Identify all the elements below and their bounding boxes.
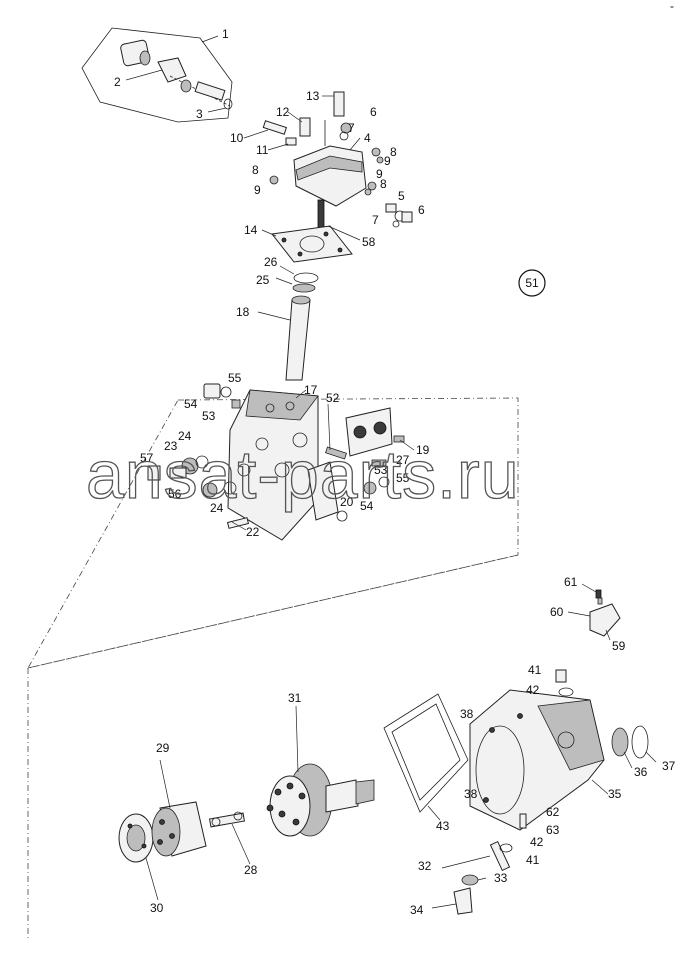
callout-3: 3	[196, 107, 203, 121]
parts-41-42-plugs	[519, 669, 574, 829]
callout-53-right: 53	[374, 463, 388, 477]
callout-54-right: 54	[360, 499, 374, 513]
valve-group-frame	[27, 397, 519, 669]
callout-58: 58	[362, 235, 376, 249]
callout-6-right: 6	[418, 203, 425, 217]
callout-56: 56	[168, 487, 182, 501]
part-43-gasket	[383, 693, 469, 813]
part-31-drive-shaft-group	[266, 763, 375, 837]
callout-32: 32	[418, 859, 432, 873]
callout-31: 31	[288, 691, 302, 705]
callout-61: 61	[564, 575, 578, 589]
assembly-reference-number: 51	[525, 276, 539, 290]
callout-35: 35	[608, 787, 622, 801]
part-35-housing	[469, 689, 605, 831]
callout-9-b: 9	[254, 183, 261, 197]
callout-labels: 1 2 3 4 5 6 6 7 7 8 8 8 9 9 9 10 11 12 1…	[114, 27, 676, 917]
callout-8-b: 8	[252, 163, 259, 177]
callout-60: 60	[550, 605, 564, 619]
callout-38-bottom: 38	[464, 787, 478, 801]
callout-59: 59	[612, 639, 626, 653]
callout-9-a: 9	[384, 154, 391, 168]
callout-63: 63	[546, 823, 560, 837]
assembly-reference-badge: 51	[518, 269, 546, 297]
callout-1: 1	[222, 27, 229, 41]
callout-7-top: 7	[348, 121, 355, 135]
callout-27: 27	[396, 453, 410, 467]
part-28-center-pin	[208, 811, 246, 828]
callout-10: 10	[230, 131, 244, 145]
callout-6-top: 6	[370, 105, 377, 119]
callout-2: 2	[114, 75, 121, 89]
callout-28: 28	[244, 863, 258, 877]
part-14-gasket	[271, 225, 353, 263]
callout-57: 57	[140, 451, 154, 465]
corner-mark: -	[670, 0, 674, 13]
callout-37: 37	[662, 759, 676, 773]
callout-11: 11	[256, 143, 269, 157]
callout-54-left: 54	[184, 397, 198, 411]
callout-13: 13	[306, 89, 320, 103]
frame-diagonal	[27, 554, 519, 669]
callout-41-bottom: 41	[526, 853, 540, 867]
callout-7-right: 7	[372, 213, 379, 227]
parts-59-60-61-sensor	[589, 589, 621, 637]
callout-22: 22	[246, 525, 260, 539]
callout-33: 33	[494, 871, 508, 885]
callout-19: 19	[416, 443, 430, 457]
side-fittings	[147, 383, 390, 529]
part-19-cover-plate	[345, 407, 405, 457]
top-valve-block	[262, 91, 413, 229]
callout-55-right: 55	[396, 471, 410, 485]
part-29-cylinder-block	[151, 801, 207, 857]
callout-36: 36	[634, 765, 648, 779]
callout-4: 4	[364, 131, 371, 145]
part-30-port-plate	[118, 813, 154, 863]
callout-8-c: 8	[380, 177, 387, 191]
callout-34: 34	[410, 903, 424, 917]
callout-18: 18	[236, 305, 250, 319]
callout-5: 5	[398, 189, 405, 203]
callout-30: 30	[150, 901, 164, 915]
part-17-control-block	[227, 389, 319, 541]
parts-32-33-34-fittings	[453, 840, 513, 915]
callout-42-top: 42	[526, 683, 540, 697]
callout-8-a: 8	[390, 145, 397, 159]
callout-17: 17	[304, 383, 318, 397]
callout-23: 23	[164, 439, 178, 453]
callout-24-top: 24	[178, 429, 192, 443]
watermark-text: ansat-parts.ru	[86, 437, 520, 513]
callout-42-bottom: 42	[530, 835, 544, 849]
callout-20: 20	[340, 495, 354, 509]
callout-14: 14	[244, 223, 258, 237]
callout-12: 12	[276, 105, 290, 119]
parts-25-26-rings	[292, 272, 319, 293]
part-18-sleeve	[285, 295, 311, 381]
callout-43: 43	[436, 819, 450, 833]
callout-55-top: 55	[228, 371, 242, 385]
callout-25: 25	[256, 273, 270, 287]
callout-29: 29	[156, 741, 170, 755]
parts-36-37-rings	[611, 725, 649, 759]
callout-53-left: 53	[202, 409, 216, 423]
callout-26: 26	[264, 255, 278, 269]
callout-52: 52	[326, 391, 340, 405]
callout-38-top: 38	[460, 707, 474, 721]
part-1-cartridge-group	[81, 27, 233, 123]
callout-62: 62	[546, 805, 560, 819]
callout-24-bottom: 24	[210, 501, 224, 515]
callout-9-c: 9	[376, 167, 383, 181]
leader-lines	[125, 35, 657, 909]
callout-41-top: 41	[528, 663, 542, 677]
